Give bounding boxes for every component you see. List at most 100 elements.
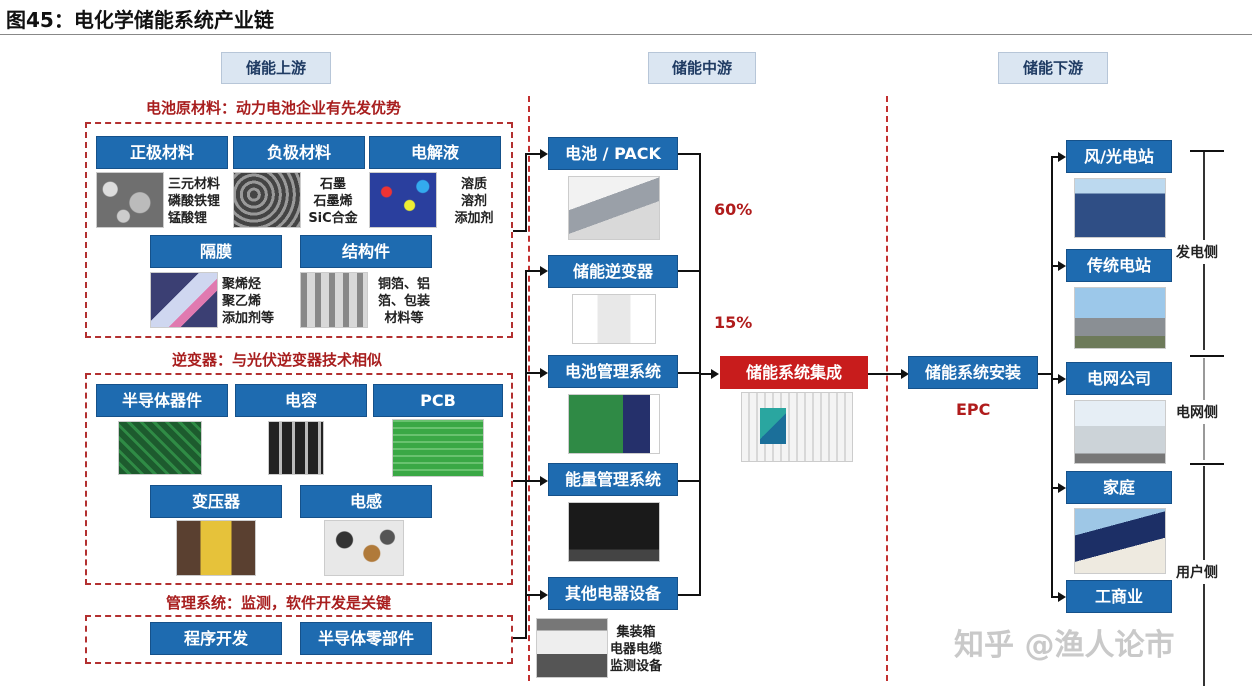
other-equipment-image bbox=[536, 618, 608, 678]
arrow-head-other bbox=[540, 590, 548, 600]
stage-midstream: 储能中游 bbox=[648, 52, 756, 84]
dim-cap-3 bbox=[1190, 463, 1224, 465]
container-image bbox=[741, 392, 853, 462]
arrow-line-install bbox=[868, 373, 902, 375]
wind-solar-image bbox=[1074, 178, 1166, 238]
materials-group bbox=[85, 122, 513, 338]
bms-image bbox=[568, 394, 660, 454]
connector-mgmt bbox=[513, 637, 525, 639]
arrow-line-home bbox=[1051, 487, 1059, 489]
mgmt-group bbox=[85, 615, 513, 664]
connector-install bbox=[1038, 373, 1052, 375]
arrow-head-traditional bbox=[1058, 261, 1066, 271]
inverter-semiconductor: 半导体器件 bbox=[96, 384, 228, 417]
bracket-ems bbox=[678, 480, 700, 482]
target-commercial: 工商业 bbox=[1066, 580, 1172, 613]
material-cathode: 正极材料 bbox=[96, 136, 228, 169]
cathode-note-1: 三元材料 bbox=[168, 177, 221, 192]
pct-inverter: 15% bbox=[714, 313, 753, 332]
arrow-line-inverter bbox=[525, 270, 541, 272]
separator-image bbox=[150, 272, 218, 328]
inverter-inductor: 电感 bbox=[300, 485, 432, 518]
home-image bbox=[1074, 508, 1166, 574]
capacitor-image bbox=[268, 421, 324, 475]
structure-note-3: 材料等 bbox=[384, 311, 424, 326]
separator-note-1: 聚烯烃 bbox=[222, 277, 262, 292]
electrolyte-note-1: 溶质 bbox=[460, 177, 487, 192]
anode-note-3: SiC合金 bbox=[308, 211, 358, 226]
separator-note-2: 聚乙烯 bbox=[222, 294, 262, 309]
arrow-head-install bbox=[901, 369, 909, 379]
arrow-line-pack bbox=[525, 153, 541, 155]
electrolyte-note-3: 添加剂 bbox=[454, 211, 494, 226]
electrolyte-image bbox=[369, 172, 437, 228]
dim-cap-2 bbox=[1190, 355, 1224, 357]
arrow-head-wind bbox=[1058, 152, 1066, 162]
mid-other-equipment: 其他电器设备 bbox=[548, 577, 678, 610]
anode-note-2: 石墨烯 bbox=[313, 194, 353, 209]
mid-bms: 电池管理系统 bbox=[548, 355, 678, 388]
inductor-image bbox=[324, 520, 404, 576]
arrow-line-grid bbox=[1051, 378, 1059, 380]
semiconductor-image bbox=[118, 421, 202, 475]
mgmt-semiconductor-parts: 半导体零部件 bbox=[300, 622, 432, 655]
container-logo bbox=[760, 408, 786, 444]
material-anode: 负极材料 bbox=[233, 136, 365, 169]
material-structure: 结构件 bbox=[300, 235, 432, 268]
material-separator: 隔膜 bbox=[150, 235, 282, 268]
arrow-head-inverter bbox=[540, 266, 548, 276]
other-note-1: 集装箱 bbox=[616, 625, 656, 640]
anode-note-1: 石墨 bbox=[319, 177, 346, 192]
pct-battery: 60% bbox=[714, 200, 753, 219]
inverter-title: 逆变器：与光伏逆变器技术相似 bbox=[172, 351, 383, 369]
arrow-line-other bbox=[525, 594, 541, 596]
electrolyte-note-2: 溶剂 bbox=[460, 194, 487, 209]
arrow-line-traditional bbox=[1051, 265, 1059, 267]
connector-materials bbox=[513, 230, 525, 232]
other-note-2: 电器电缆 bbox=[609, 642, 662, 657]
epc-label: EPC bbox=[956, 400, 991, 419]
cathode-image bbox=[96, 172, 164, 228]
ems-image bbox=[568, 502, 660, 562]
watermark: 知乎 @渔人论市 bbox=[954, 628, 1175, 663]
arrow-line-ems bbox=[525, 480, 541, 482]
arrow-head-commercial bbox=[1058, 592, 1066, 602]
bracket-bms bbox=[678, 372, 700, 374]
stage-upstream: 储能上游 bbox=[221, 52, 331, 84]
structure-note-2: 箔、包装 bbox=[377, 294, 430, 309]
mid-ems: 能量管理系统 bbox=[548, 463, 678, 496]
cathode-note-2: 磷酸铁锂 bbox=[168, 194, 221, 209]
arrow-head-bms bbox=[540, 368, 548, 378]
transformer-image bbox=[176, 520, 256, 576]
inverter-transformer: 变压器 bbox=[150, 485, 282, 518]
arrow-head-pack bbox=[540, 149, 548, 159]
bracket-pack bbox=[678, 153, 700, 155]
target-home: 家庭 bbox=[1066, 471, 1172, 504]
arrow-head-ems bbox=[540, 476, 548, 486]
structure-image bbox=[300, 272, 368, 328]
title-rule bbox=[0, 34, 1252, 35]
separator-note-3: 添加剂等 bbox=[222, 311, 275, 326]
page-title: 图45：电化学储能系统产业链 bbox=[6, 8, 274, 32]
side-grid: 电网侧 bbox=[1176, 400, 1218, 424]
pack-image bbox=[568, 176, 660, 240]
arrow-line-commercial bbox=[1051, 596, 1059, 598]
integration-box: 储能系统集成 bbox=[720, 356, 868, 389]
pcb-image bbox=[392, 419, 484, 477]
bracket-other bbox=[678, 594, 700, 596]
traditional-image bbox=[1074, 287, 1166, 349]
arrow-line-wind bbox=[1051, 156, 1059, 158]
inverter-capacitor: 电容 bbox=[235, 384, 367, 417]
connector-materials-vertical bbox=[525, 154, 527, 232]
separator-upstream-midstream bbox=[528, 96, 530, 681]
arrow-head-integration bbox=[711, 369, 719, 379]
mgmt-title: 管理系统：监测，软件开发是关键 bbox=[166, 594, 392, 612]
arrow-head-home bbox=[1058, 483, 1066, 493]
bracket-inverter bbox=[678, 270, 700, 272]
material-electrolyte: 电解液 bbox=[369, 136, 501, 169]
separator-midstream-downstream bbox=[886, 96, 888, 681]
stage-downstream: 储能下游 bbox=[998, 52, 1108, 84]
cathode-note-3: 锰酸锂 bbox=[168, 211, 208, 226]
dim-top-cap bbox=[1190, 150, 1224, 152]
inverter-image bbox=[572, 294, 656, 344]
